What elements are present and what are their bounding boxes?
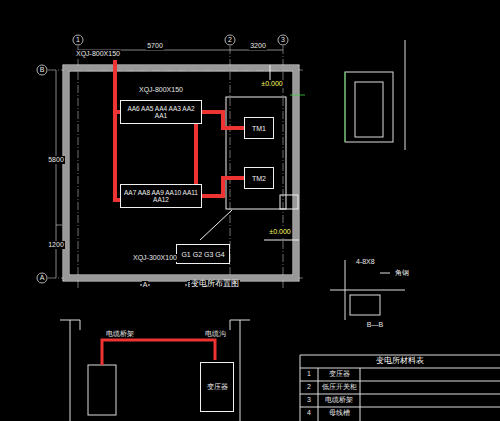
- annotation-text: 1: [306, 370, 312, 378]
- annotation-text: 2: [306, 383, 312, 391]
- node-text: AA7 AA8 AA9 AA10 AA11 AA12: [121, 188, 201, 204]
- node-text: TM2: [249, 174, 269, 183]
- cable-tray: [194, 124, 198, 184]
- annotation-text: ±0.000: [268, 228, 291, 236]
- annotation-text: XQJ-800X150: [138, 86, 184, 94]
- node-text: 变压器: [204, 381, 231, 393]
- cabinet-box: G1 G2 G3 G4: [176, 244, 230, 264]
- cabinet-box: AA6 AA5 AA4 AA3 AA2 AA1: [120, 100, 202, 124]
- annotation-text: 电缆桥架: [324, 396, 354, 404]
- grid-axis-label: 3: [280, 36, 286, 44]
- transformer-box: TM2: [244, 167, 274, 189]
- annotation-text: 角钢: [394, 269, 410, 277]
- annotation-text: 变电所材料表: [375, 357, 425, 365]
- node-text: AA6 AA5 AA4 AA3 AA2 AA1: [121, 104, 201, 120]
- annotation-text: 4: [306, 409, 312, 417]
- grid-axis-label: A: [39, 274, 46, 282]
- annotation-text: 变压器: [328, 370, 351, 378]
- cabinet-box: AA7 AA8 AA9 AA10 AA11 AA12: [120, 184, 202, 208]
- annotation-text: 电缆沟: [204, 330, 227, 338]
- annotation-text: A: [142, 281, 149, 289]
- annotation-text: 母线槽: [328, 409, 351, 417]
- node-text: G1 G2 G3 G4: [178, 250, 227, 259]
- grid-axis-label: 1: [75, 36, 81, 44]
- drawing-title: 变电所布置图: [190, 280, 240, 288]
- annotation-text: 电缆桥架: [105, 330, 135, 338]
- annotation-text: XQJ-300X100: [132, 254, 178, 262]
- grid-axis-label: 2: [227, 36, 233, 44]
- annotation-text: 4-8X8: [355, 258, 376, 266]
- annotation-text: XQJ-800X150: [75, 50, 121, 58]
- annotation-text: ±0.000: [260, 80, 283, 88]
- cabinet-box: 变压器: [200, 362, 234, 412]
- cable-tray: [202, 112, 244, 128]
- cable-tray: [202, 178, 244, 196]
- annotation-text: 3: [306, 396, 312, 404]
- dimension-text: 5800: [47, 156, 65, 164]
- transformer-box: TM1: [244, 117, 274, 139]
- dimension-text: 3200: [249, 42, 267, 50]
- annotation-text: B—B: [366, 321, 384, 329]
- grid-axis-label: B: [39, 66, 46, 74]
- dimension-text: 5700: [146, 42, 164, 50]
- annotation-text: 低压开关柜: [321, 383, 358, 391]
- dimension-text: 1200: [47, 241, 65, 249]
- node-text: TM1: [249, 124, 269, 133]
